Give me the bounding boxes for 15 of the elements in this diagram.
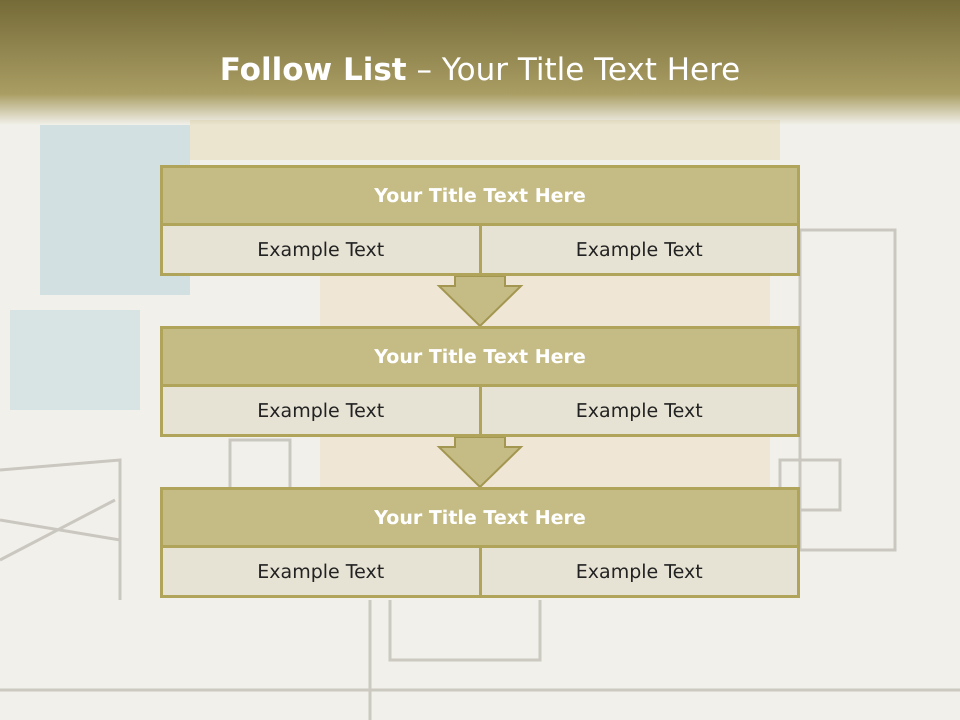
text-cell: Example Text bbox=[163, 226, 478, 273]
text-cell: Example Text bbox=[163, 548, 478, 595]
table-block bbox=[160, 487, 800, 598]
text-cell: Example Text bbox=[482, 387, 797, 434]
text-cell: Example Text bbox=[163, 387, 478, 434]
slide-title: Follow List – Your Title Text Here bbox=[218, 52, 742, 88]
text-cell: Example Text bbox=[482, 548, 797, 595]
table-block bbox=[160, 165, 800, 276]
table-block bbox=[160, 326, 800, 437]
header-cell: Your Title Text Here bbox=[163, 168, 797, 223]
header-cell: Your Title Text Here bbox=[163, 329, 797, 384]
block-arrow bbox=[436, 275, 524, 328]
header-cell: Your Title Text Here bbox=[163, 490, 797, 545]
block-arrow bbox=[436, 436, 524, 488]
text-cell: Example Text bbox=[482, 226, 797, 273]
